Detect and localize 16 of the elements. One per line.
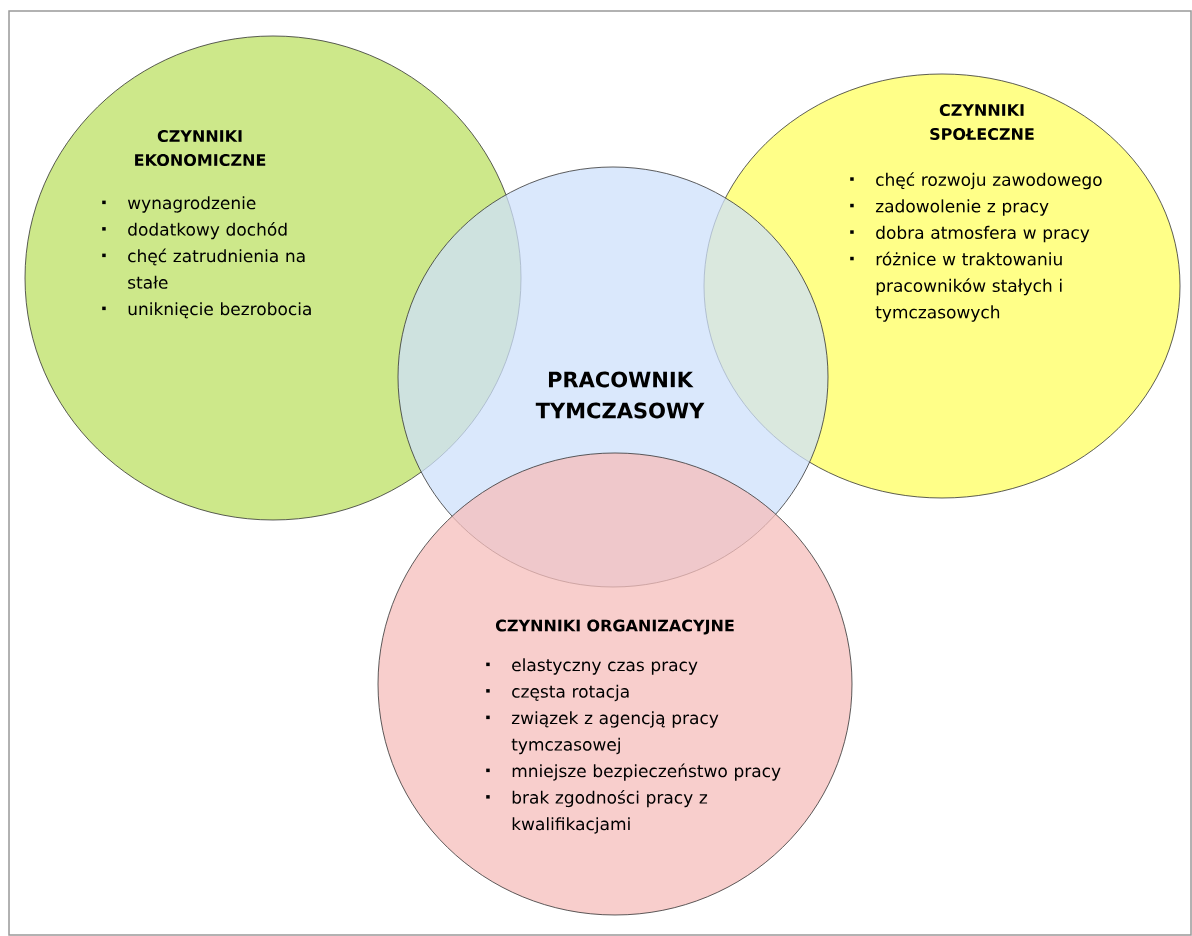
bullet-item: dobra atmosfera w pracy — [850, 225, 1090, 243]
heading: CZYNNIKI SPOŁECZNE — [930, 103, 1034, 141]
bullet-item: brak zgodności pracy z kwalifikacjami — [486, 789, 708, 834]
bullet-item: zadowolenie z pracy — [850, 199, 1049, 216]
bullet-item: wynagrodzenie — [102, 196, 256, 213]
bullet-item: różnice w traktowaniu pracowników stałych i tymczasowych — [850, 251, 1062, 322]
heading: CZYNNIKI EKONOMICZNE — [135, 129, 266, 167]
bullet-item: elastyczny czas pracy — [486, 658, 698, 675]
bullet-item: mniejsze bezpieczeństwo pracy — [486, 763, 781, 781]
circle — [377, 452, 853, 916]
heading: PRACOWNIK TYMCZASOWY — [535, 371, 705, 419]
bullet-item: uniknięcie bezrobocia — [102, 302, 311, 319]
bullet-item: dodatkowy dochód — [102, 222, 287, 240]
heading: CZYNNIKI ORGANIZACYJNE — [495, 619, 734, 635]
bullet-item: chęć rozwoju zawodowego — [850, 172, 1102, 190]
bullet-item: częsta rotacja — [486, 684, 629, 702]
